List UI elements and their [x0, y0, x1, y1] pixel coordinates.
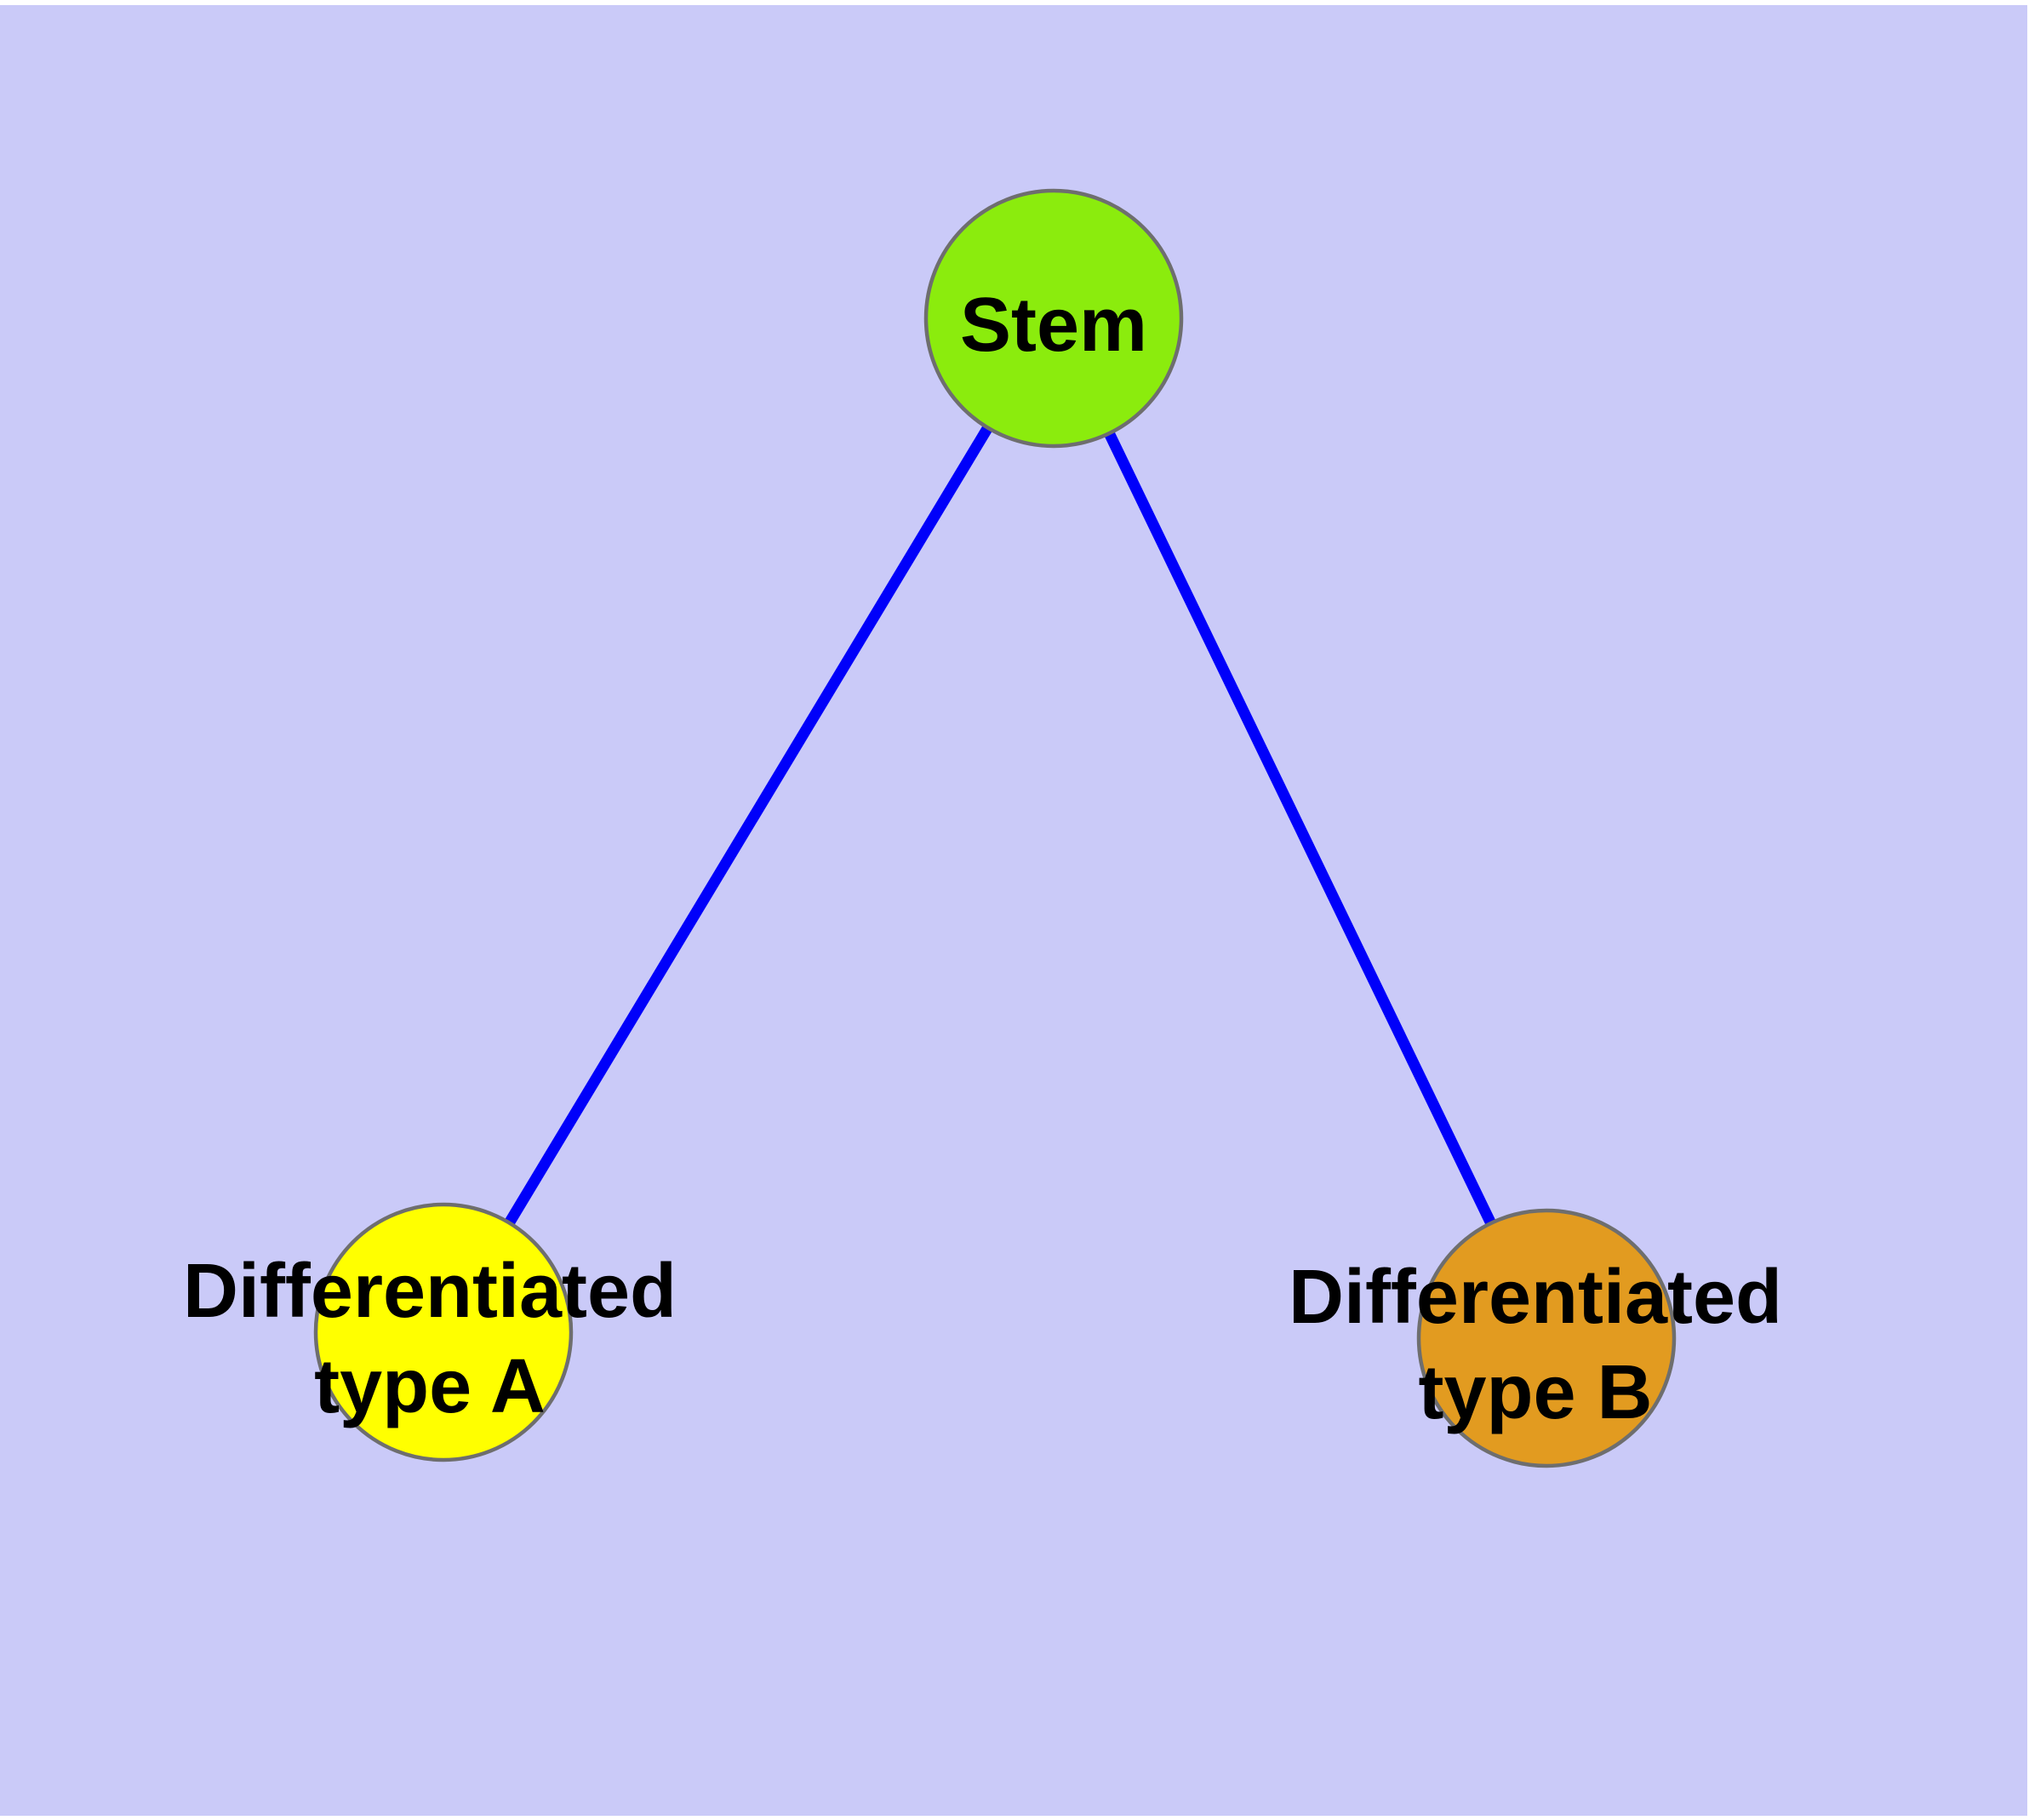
node-differentiated-type-a-label-line1: Differentiated — [183, 1249, 677, 1334]
node-differentiated-type-a: Differentiated type A — [183, 1202, 677, 1462]
node-differentiated-type-b-label-line2: type B — [1418, 1350, 1652, 1435]
node-differentiated-type-a-label-line2: type A — [314, 1344, 546, 1429]
node-differentiated-type-b-label-line1: Differentiated — [1289, 1255, 1782, 1340]
node-stem-label: Stem — [960, 283, 1147, 368]
node-stem-circle — [923, 188, 1184, 449]
edge-stem-to-type-a — [438, 315, 1059, 1336]
node-differentiated-type-b-circle — [1416, 1208, 1677, 1468]
edge-stem-to-type-b — [1049, 316, 1552, 1341]
node-differentiated-type-a-circle — [313, 1202, 574, 1462]
node-stem: Stem — [923, 188, 1184, 449]
node-differentiated-type-b: Differentiated type B — [1289, 1208, 1782, 1468]
